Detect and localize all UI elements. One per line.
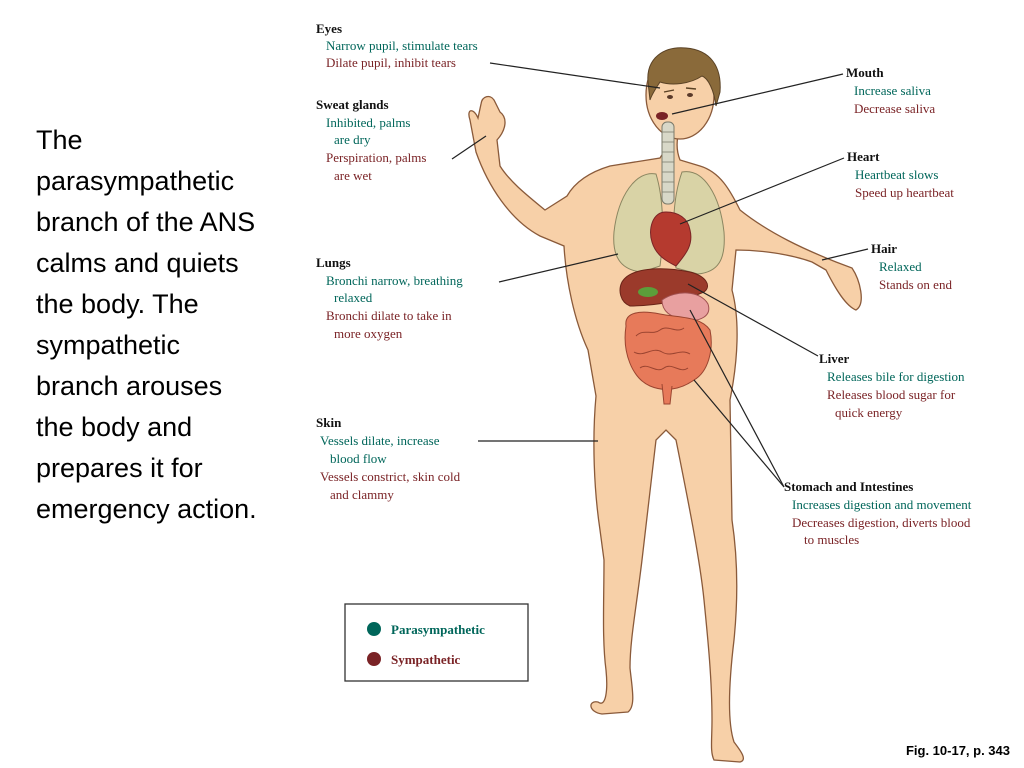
legend-parasympathetic-label: Parasympathetic bbox=[391, 622, 485, 637]
group-heart: Heart Heartbeat slows Speed up heartbeat bbox=[847, 149, 954, 200]
sympathetic-effect: are wet bbox=[334, 168, 372, 183]
group-title: Stomach and Intestines bbox=[784, 479, 913, 494]
group-title: Heart bbox=[847, 149, 880, 164]
sympathetic-effect: Releases blood sugar for bbox=[827, 387, 956, 402]
legend: Parasympathetic Sympathetic bbox=[344, 603, 529, 682]
sympathetic-effect: Perspiration, palms bbox=[326, 150, 426, 165]
group-liver: Liver Releases bile for digestion Releas… bbox=[819, 351, 965, 420]
group-title: Lungs bbox=[316, 255, 351, 270]
group-lungs: Lungs Bronchi narrow, breathing relaxed … bbox=[316, 255, 463, 341]
sympathetic-effect: and clammy bbox=[330, 487, 394, 502]
group-title: Liver bbox=[819, 351, 850, 366]
legend-sympathetic-label: Sympathetic bbox=[391, 652, 461, 667]
group-title: Mouth bbox=[846, 65, 884, 80]
intestines-organ bbox=[624, 311, 712, 390]
stomach-organ bbox=[661, 292, 710, 321]
sympathetic-effect: to muscles bbox=[804, 532, 859, 547]
parasympathetic-effect: Bronchi narrow, breathing bbox=[326, 273, 463, 288]
group-title: Skin bbox=[316, 415, 342, 430]
human-body-illustration bbox=[468, 47, 862, 763]
sympathetic-effect: Dilate pupil, inhibit tears bbox=[326, 55, 456, 70]
legend-sympathetic-swatch bbox=[367, 652, 381, 666]
figure-reference: Fig. 10-17, p. 343 bbox=[905, 743, 1010, 758]
leader-lungs bbox=[498, 253, 619, 283]
trachea bbox=[661, 121, 675, 205]
group-sweat-glands: Sweat glands Inhibited, palms are dry Pe… bbox=[316, 97, 426, 183]
leader-liver bbox=[687, 283, 819, 357]
leader-heart bbox=[679, 157, 845, 225]
group-eyes: Eyes Narrow pupil, stimulate tears Dilat… bbox=[316, 21, 478, 70]
parasympathetic-effect: Increases digestion and movement bbox=[792, 497, 972, 512]
parasympathetic-effect: Relaxed bbox=[879, 259, 922, 274]
parasympathetic-effect: Heartbeat slows bbox=[855, 167, 938, 182]
sympathetic-effect: Stands on end bbox=[879, 277, 952, 292]
parasympathetic-effect: Vessels dilate, increase bbox=[320, 433, 440, 448]
legend-parasympathetic-swatch bbox=[367, 622, 381, 636]
group-title: Sweat glands bbox=[316, 97, 389, 112]
leader-mouth bbox=[671, 73, 844, 115]
sympathetic-effect: Vessels constrict, skin cold bbox=[320, 469, 461, 484]
parasympathetic-effect: relaxed bbox=[334, 290, 373, 305]
group-title: Eyes bbox=[316, 21, 342, 36]
body-silhouette bbox=[468, 95, 862, 763]
sympathetic-effect: Bronchi dilate to take in bbox=[326, 308, 452, 323]
sympathetic-effect: Decreases digestion, diverts blood bbox=[792, 515, 971, 530]
parasympathetic-effect: blood flow bbox=[330, 451, 387, 466]
leader-lines bbox=[451, 62, 869, 488]
leader-hair bbox=[821, 248, 869, 261]
hair bbox=[647, 47, 721, 107]
group-mouth: Mouth Increase saliva Decrease saliva bbox=[846, 65, 935, 116]
parasympathetic-effect: Narrow pupil, stimulate tears bbox=[326, 38, 478, 53]
leader-eyes bbox=[489, 62, 661, 89]
parasympathetic-effect: are dry bbox=[334, 132, 371, 147]
leader-stomach-b bbox=[693, 379, 785, 488]
intro-text: The parasympathetic branch of the ANS ca… bbox=[36, 125, 257, 524]
sympathetic-effect: quick energy bbox=[835, 405, 903, 420]
sympathetic-effect: Decrease saliva bbox=[854, 101, 935, 116]
leader-sweat bbox=[451, 135, 487, 160]
legend-box bbox=[344, 603, 529, 682]
parasympathetic-effect: Releases bile for digestion bbox=[827, 369, 965, 384]
group-stomach-intestines: Stomach and Intestines Increases digesti… bbox=[784, 479, 972, 547]
group-skin: Skin Vessels dilate, increase blood flow… bbox=[316, 415, 461, 502]
sympathetic-effect: Speed up heartbeat bbox=[855, 185, 954, 200]
parasympathetic-effect: Inhibited, palms bbox=[326, 115, 411, 130]
sympathetic-effect: more oxygen bbox=[334, 326, 403, 341]
parasympathetic-effect: Increase saliva bbox=[854, 83, 931, 98]
group-hair: Hair Relaxed Stands on end bbox=[871, 241, 952, 292]
leader-stomach-a bbox=[689, 309, 785, 488]
group-title: Hair bbox=[871, 241, 897, 256]
